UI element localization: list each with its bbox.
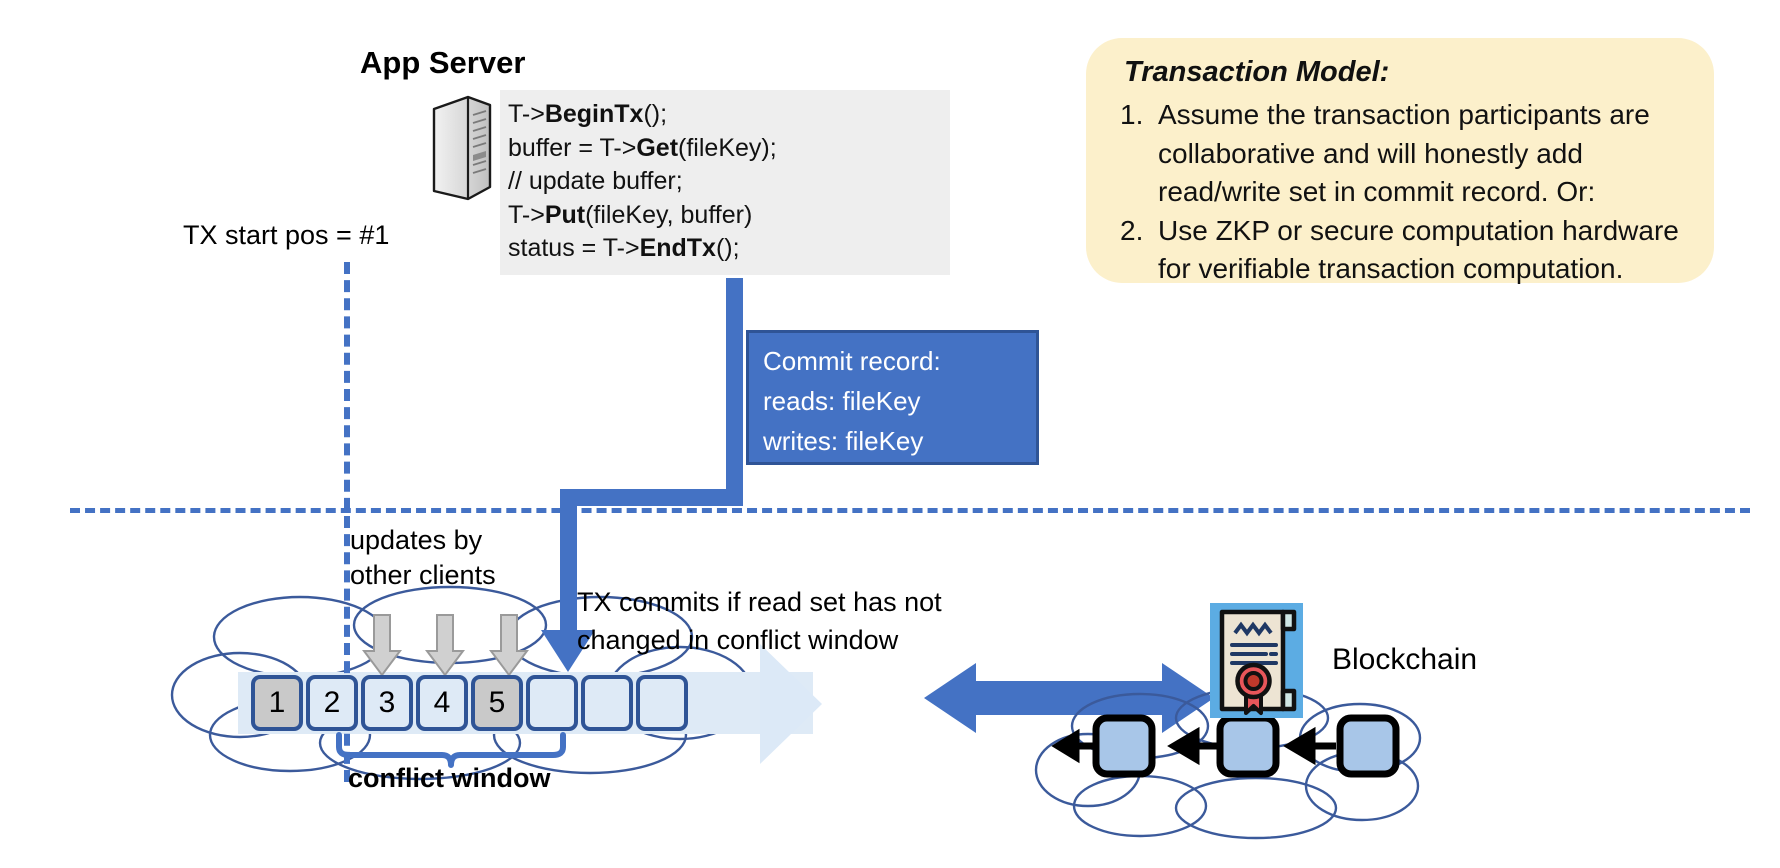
update-arrow-down-icon bbox=[425, 614, 465, 677]
transaction-model-title: Transaction Model: bbox=[1124, 56, 1390, 88]
certificate-seal-icon bbox=[1210, 603, 1303, 718]
ledger-cell[interactable] bbox=[526, 675, 578, 731]
tx-commits-line1: TX commits if read set has not bbox=[577, 587, 942, 617]
ledger-cell[interactable] bbox=[581, 675, 633, 731]
ledger-cell[interactable]: 2 bbox=[306, 675, 358, 731]
commit-connector-arrowhead-icon bbox=[541, 630, 595, 672]
updates-label-line2: other clients bbox=[350, 560, 496, 590]
list-item: 1. Assume the transaction participants a… bbox=[1112, 96, 1702, 212]
blockchain-block-chain bbox=[1051, 714, 1400, 778]
commit-record-line: Commit record: bbox=[763, 346, 941, 376]
ledger-cell[interactable]: 1 bbox=[251, 675, 303, 731]
ledger-cell[interactable]: 4 bbox=[416, 675, 468, 731]
code-line: // update buffer; bbox=[508, 167, 683, 195]
server-tower-icon bbox=[432, 95, 492, 201]
tx-commits-label: TX commits if read set has not changed i… bbox=[577, 583, 942, 659]
commit-record-line: reads: fileKey bbox=[763, 386, 921, 416]
page-title: App Server bbox=[360, 45, 526, 80]
commit-connector-vertical-down bbox=[560, 489, 577, 637]
blockchain-label: Blockchain bbox=[1332, 643, 1478, 676]
blockchain-block bbox=[1336, 714, 1400, 778]
tx-commits-line2: changed in conflict window bbox=[577, 625, 899, 655]
ledger-cell[interactable]: 5 bbox=[471, 675, 523, 731]
list-item-text: Use ZKP or secure computation hardware f… bbox=[1158, 214, 1679, 285]
bidirectional-sync-arrow-icon bbox=[924, 663, 1214, 733]
code-line: buffer = T->Get(fileKey); bbox=[508, 133, 777, 162]
layer-separator-dashed-line bbox=[70, 508, 1750, 513]
code-line: T->BeginTx(); bbox=[508, 100, 668, 128]
transaction-model-list: 1. Assume the transaction participants a… bbox=[1112, 96, 1702, 289]
list-item: 2. Use ZKP or secure computation hardwar… bbox=[1112, 212, 1702, 289]
ledger-cell[interactable]: 3 bbox=[361, 675, 413, 731]
update-arrow-down-icon bbox=[362, 614, 402, 677]
blockchain-block bbox=[1216, 714, 1280, 778]
update-arrow-down-icon bbox=[489, 614, 529, 677]
code-block: T->BeginTx(); buffer = T->Get(fileKey); … bbox=[500, 90, 950, 275]
conflict-window-label: conflict window bbox=[348, 763, 551, 793]
updates-label-line1: updates by bbox=[350, 525, 483, 555]
commit-connector-vertical-top bbox=[726, 278, 743, 498]
commit-record-box: Commit record: reads: fileKey writes: fi… bbox=[746, 330, 1039, 465]
conflict-window-brace bbox=[336, 732, 566, 768]
ledger-band-arrow-icon bbox=[760, 644, 822, 764]
transaction-model-card: Transaction Model: 1. Assume the transac… bbox=[1086, 38, 1714, 284]
tx-start-dashed-line bbox=[344, 262, 350, 782]
code-line: status = T->EndTx(); bbox=[508, 234, 740, 262]
commit-connector-horizontal bbox=[560, 489, 743, 506]
list-item-number: 2. bbox=[1120, 214, 1144, 246]
tx-start-pos-label: TX start pos = #1 bbox=[183, 220, 390, 250]
list-item-number: 1. bbox=[1120, 99, 1144, 130]
commit-record-line: writes: fileKey bbox=[763, 426, 924, 456]
code-line: T->Put(fileKey, buffer) bbox=[508, 200, 753, 229]
list-item-text: Assume the transaction participants are … bbox=[1158, 99, 1650, 207]
blockchain-block bbox=[1092, 714, 1156, 778]
updates-by-other-clients-label: updates by other clients bbox=[350, 523, 496, 593]
ledger-cell[interactable] bbox=[636, 675, 688, 731]
